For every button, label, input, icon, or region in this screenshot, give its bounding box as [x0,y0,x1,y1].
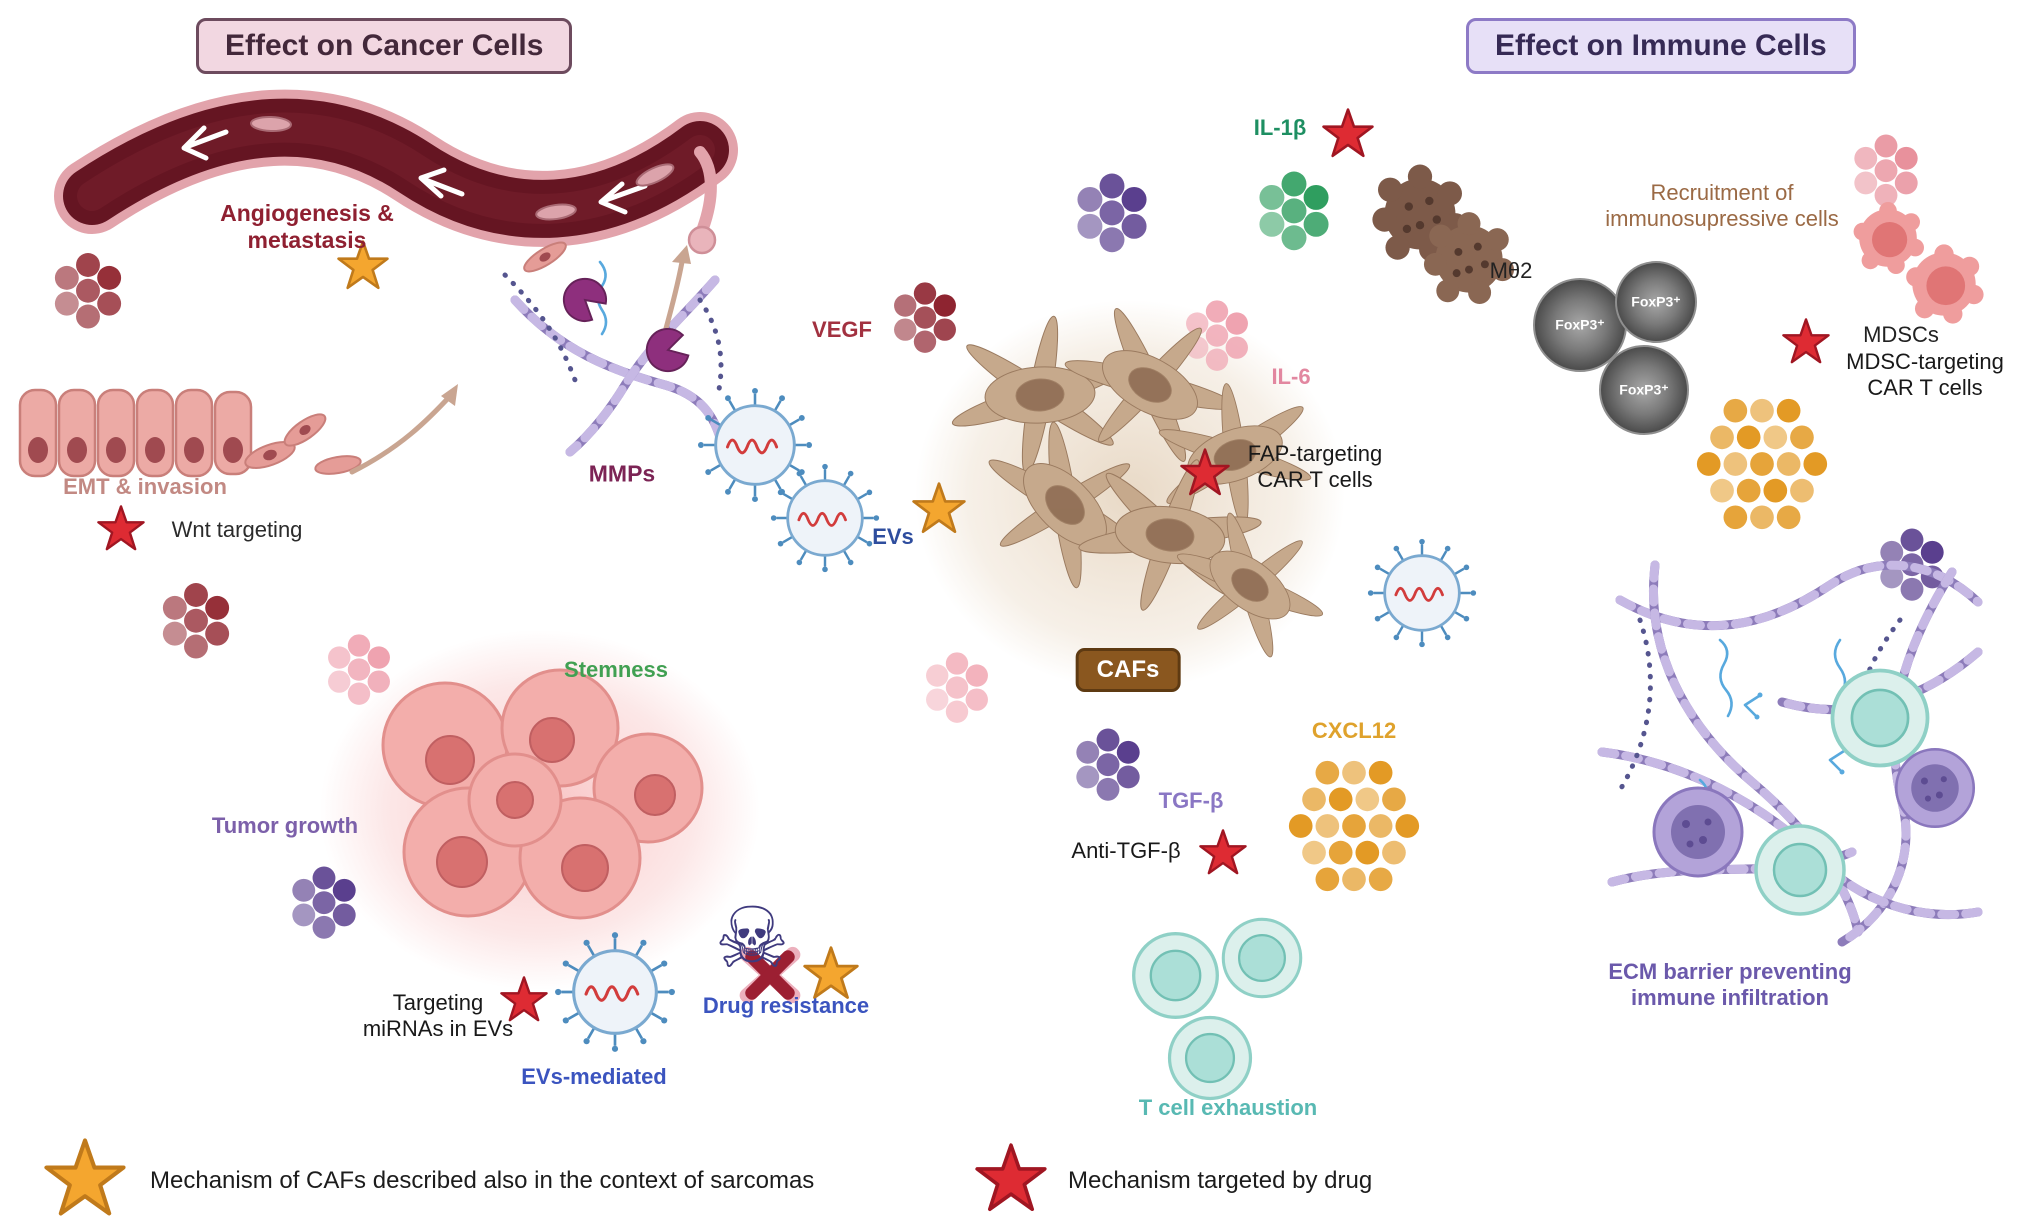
emt-cells [18,384,458,478]
drug-resistance-label: Drug resistance [702,993,870,1019]
legend-red-text: Mechanism targeted by drug [1068,1167,1373,1194]
dark-red-dot-cluster-top [54,253,122,329]
cxcl12-label: CXCL12 [1311,718,1397,744]
angiogenesis-label: Angiogenesis & metastasis [220,199,394,253]
cafs-box-label: CAFs [1075,648,1181,692]
tgfb-label: TGF-β [1158,788,1224,814]
foxp3-label: FoxP3⁺ [1631,293,1681,310]
skull-icon: ☠ [714,891,790,985]
anti-tgfb-label: Anti-TGF-β [1071,838,1181,864]
red-star-anti-tgfb [1199,829,1247,875]
ev-vesicle-right [1366,537,1478,649]
stemness-label: Stemness [564,657,668,683]
legend-yellow-star [46,1140,123,1213]
dark-red-dot-cluster-wnt [162,583,230,659]
tumor-growth-label: Tumor growth [211,813,359,839]
foxp3-treg-cells [1533,261,1697,435]
blood-vessel [54,89,738,255]
mdsc-cells [1853,202,1984,324]
ecm-barrier [1597,560,1983,947]
t-cell-exhaustion-label: T cell exhaustion [1138,1095,1318,1121]
legend-red-star [975,1143,1047,1212]
red-star-mdsc [1782,318,1830,364]
drug-resistance-icon [739,946,801,1004]
vegf-dot-cluster [894,282,956,353]
mdsc-targeting-label: MDSC-targeting CAR T cells [1846,349,2004,400]
evs-mediated-label: EVs-mediated [521,1064,667,1090]
pink-dot-cluster-cafs [926,652,988,723]
fap-targeting-label: FAP-targeting CAR T cells [1247,441,1383,492]
il1b-label: IL-1β [1253,115,1307,141]
vegf-label: VEGF [812,317,872,343]
tumor-cells [381,668,704,920]
il1b-dot-cluster [1259,171,1329,251]
cxcl12-dot-cluster [1288,760,1420,892]
evs-label: EVs [872,524,914,550]
tgfb-dot-cluster [1076,728,1140,801]
ecm-barrier-label: ECM barrier preventing immune infiltrati… [1608,959,1852,1010]
recruitment-label: Recruitment of immunosupressive cells [1605,180,1839,231]
cancer-header: Effect on Cancer Cells [196,18,573,74]
foxp3-label: FoxP3⁺ [1555,316,1605,333]
legend-yellow-text: Mechanism of CAFs described also in the … [150,1167,815,1194]
ev-vesicle-mid-2 [769,462,881,574]
mdscs-label: MDSCs [1863,322,1939,348]
red-star-wnt [97,505,145,551]
pink-dot-cluster-topright [1854,134,1918,207]
emt-invasion-label: EMT & invasion [63,474,227,500]
foxp3-label: FoxP3⁺ [1619,381,1669,398]
orange-dot-cluster-right [1696,398,1828,530]
mmps-label: MMPs [588,460,656,487]
purple-dot-cluster-top [1077,173,1147,253]
m2-macrophage-label: Mθ2 [1489,258,1533,284]
exhausted-t-cells [1132,917,1303,1101]
targeting-mirnas-label: Targeting miRNAs in EVs [362,990,514,1041]
mmps-fibers [502,241,727,457]
immune-header: Effect on Immune Cells [1466,18,1856,74]
yellow-star-drug-resistance [803,946,859,999]
red-star-il1b [1322,108,1374,158]
il6-label: IL-6 [1271,364,1311,390]
wnt-targeting-label: Wnt targeting [171,517,303,543]
ev-vesicle-mid-1 [696,386,814,504]
